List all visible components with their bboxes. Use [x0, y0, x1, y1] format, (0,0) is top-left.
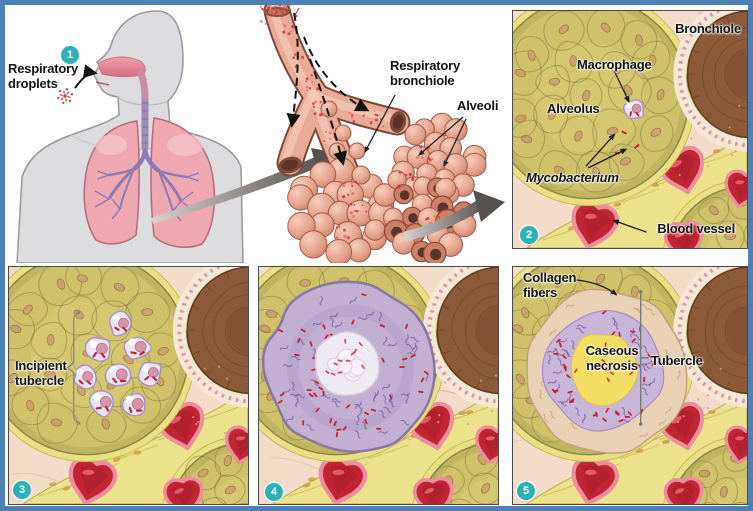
mycobacterium-label: Mycobacterium	[526, 170, 619, 185]
body-and-alveoli-illustration	[5, 5, 510, 263]
step-1-badge: 1	[61, 46, 79, 64]
respiratory-bronchiole-label: Respiratory bronchiole	[390, 58, 461, 88]
panel-3-illustration	[9, 267, 248, 504]
collagen-fibers-label: Collagen fibers	[523, 270, 577, 300]
alveoli-label: Alveoli	[457, 98, 499, 113]
panel-2-bacteria-in-alveolus: Bronchiole Macrophage Alveolus Mycobacte…	[512, 10, 748, 249]
step-3-badge: 3	[13, 481, 31, 499]
panel-5-caseous-necrosis: Collagen fibers Caseous necrosis Tubercl…	[512, 266, 748, 505]
macrophage-label: Macrophage	[577, 57, 652, 72]
bronchiole-label: Bronchiole	[675, 21, 741, 36]
tubercle-label: Tubercle	[651, 353, 703, 368]
panel-2-illustration	[513, 11, 747, 248]
blood-vessel-label: Blood vessel	[657, 221, 735, 236]
panel-4-illustration	[259, 267, 498, 504]
incipient-tubercle-label: Incipient tubercle	[15, 358, 67, 388]
caseous-necrosis-label: Caseous necrosis	[585, 343, 639, 373]
panel-3-incipient-tubercle: Incipient tubercle 3	[8, 266, 249, 505]
respiratory-droplets-label: Respiratory droplets	[8, 61, 79, 91]
alveolus-label: Alveolus	[547, 101, 600, 116]
panel-4-growing-tubercle: 4	[258, 266, 499, 505]
step-5-badge: 5	[517, 482, 535, 500]
panel-5-illustration	[513, 267, 747, 504]
step-2-badge: 2	[520, 226, 538, 244]
step-4-badge: 4	[265, 483, 283, 501]
